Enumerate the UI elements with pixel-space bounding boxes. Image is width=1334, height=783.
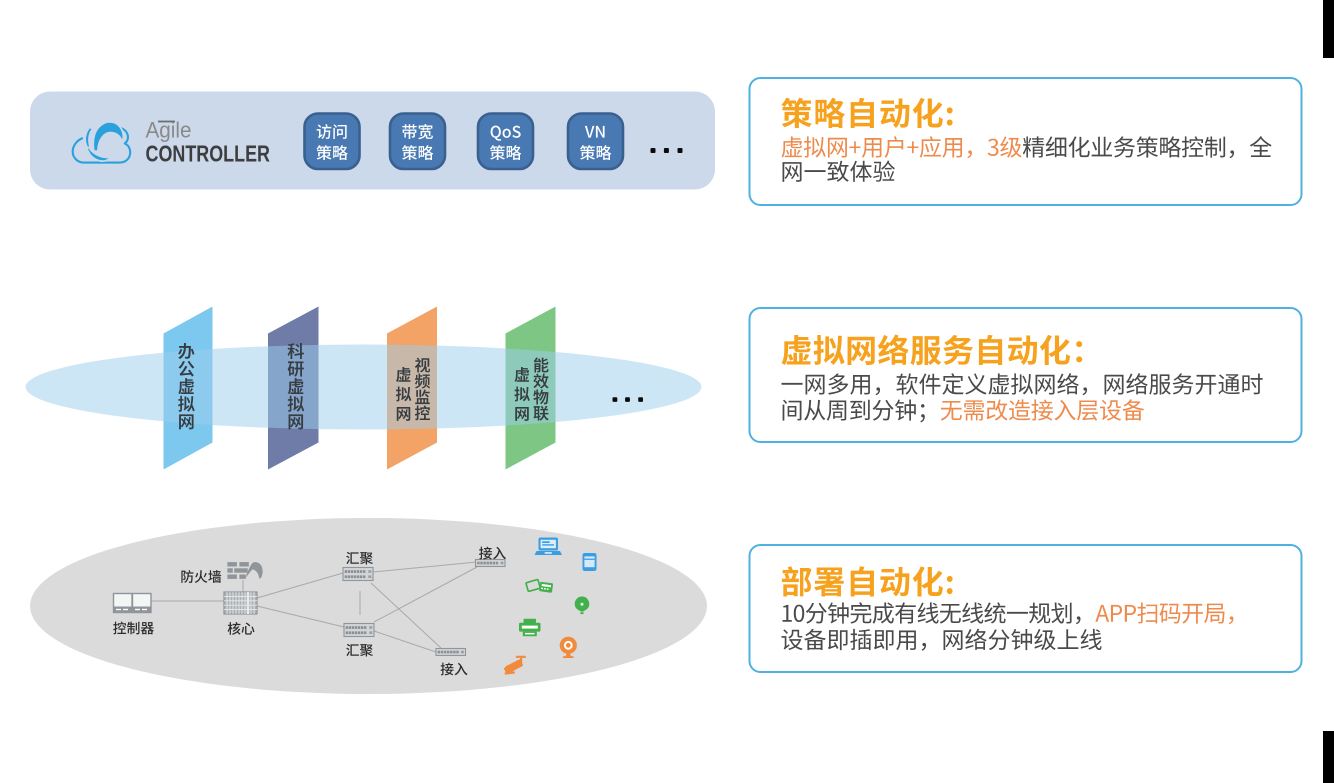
svg-text:CONTROLLER: CONTROLLER	[146, 141, 271, 167]
